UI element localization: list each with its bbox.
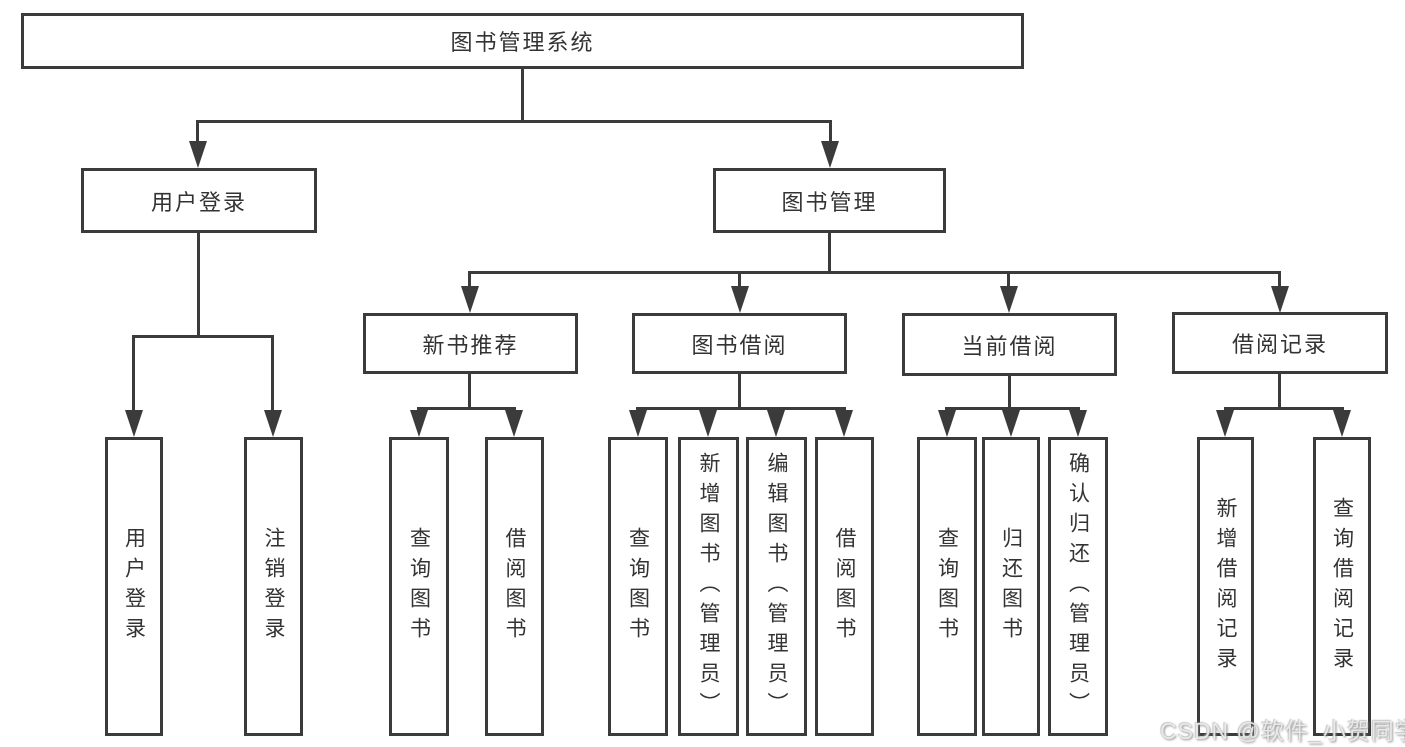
arrowhead — [699, 410, 717, 437]
arrowhead — [189, 141, 207, 168]
arrow-stem — [271, 335, 274, 413]
arrowhead — [125, 410, 143, 437]
v-line — [468, 372, 471, 410]
arrowhead — [410, 410, 428, 437]
v-line — [828, 230, 831, 274]
v-line — [1008, 374, 1011, 410]
leaf-query-books-borrow: 查询图书 — [608, 437, 668, 736]
node-user-login: 用户登录 — [81, 168, 317, 233]
arrowhead — [1216, 410, 1234, 437]
arrow-stem — [132, 335, 135, 413]
leaf-return-books: 归还图书 — [982, 437, 1040, 736]
arrow-stem — [738, 271, 741, 291]
h-line — [197, 120, 832, 123]
node-book-mgmt: 图书管理 — [713, 168, 946, 233]
node-new-books-label: 新书推荐 — [422, 332, 519, 358]
csdn-watermark: CSDN @软件_小贺同学 — [1160, 718, 1405, 744]
v-line — [197, 230, 200, 338]
leaf-query-books-newbooks-label: 查询图书 — [407, 526, 431, 647]
arrowhead — [1002, 410, 1020, 437]
leaf-query-borrow-record-label: 查询借阅记录 — [1330, 496, 1354, 677]
arrowhead — [461, 286, 479, 313]
arrowhead — [938, 410, 956, 437]
leaf-query-borrow-record: 查询借阅记录 — [1313, 437, 1371, 736]
arrowhead — [629, 410, 647, 437]
leaf-edit-book-admin-label: 编辑图书（管理员） — [765, 451, 788, 722]
node-book-borrow: 图书借阅 — [632, 313, 847, 374]
h-line — [945, 407, 1080, 410]
arrow-stem — [196, 120, 199, 148]
node-root-label: 图书管理系统 — [450, 30, 595, 55]
arrowhead — [264, 410, 282, 437]
arrow-stem — [1007, 271, 1010, 291]
leaf-query-books-newbooks: 查询图书 — [389, 437, 449, 736]
leaf-add-book-admin-label: 新增图书（管理员） — [697, 451, 720, 722]
leaf-add-borrow-record-label: 新增借阅记录 — [1214, 496, 1237, 677]
node-root: 图书管理系统 — [21, 13, 1024, 69]
arrowhead — [505, 410, 523, 437]
leaf-add-book-admin: 新增图书（管理员） — [678, 437, 739, 736]
leaf-user-login-label: 用户登录 — [122, 526, 146, 647]
node-user-login-label: 用户登录 — [150, 189, 247, 215]
node-new-books: 新书推荐 — [363, 313, 578, 374]
node-current-borrow-label: 当前借阅 — [961, 333, 1058, 359]
node-borrow-records: 借阅记录 — [1172, 312, 1388, 374]
v-line — [1278, 372, 1281, 410]
leaf-borrow-books-newbooks: 借阅图书 — [485, 437, 544, 736]
node-borrow-records-label: 借阅记录 — [1231, 332, 1328, 357]
v-line — [738, 372, 741, 410]
arrowhead — [1333, 410, 1351, 437]
leaf-query-books-current: 查询图书 — [917, 437, 977, 736]
leaf-confirm-return-admin-label: 确认归还（管理员） — [1066, 451, 1090, 722]
arrow-stem — [468, 271, 471, 291]
h-line — [636, 407, 846, 410]
h-line — [1224, 407, 1344, 410]
leaf-user-login: 用户登录 — [105, 437, 163, 736]
arrowhead — [731, 286, 749, 313]
node-book-mgmt-label: 图书管理 — [781, 189, 878, 215]
arrowhead — [1271, 286, 1289, 313]
leaf-borrow-books-newbooks-label: 借阅图书 — [503, 526, 526, 647]
leaf-query-books-borrow-label: 查询图书 — [626, 526, 650, 647]
arrow-stem — [1278, 271, 1281, 291]
leaf-add-borrow-record: 新增借阅记录 — [1197, 437, 1254, 736]
arrowhead — [1069, 410, 1087, 437]
leaf-borrow-books-borrow: 借阅图书 — [815, 437, 874, 736]
arrow-stem — [829, 120, 832, 148]
h-line — [132, 335, 274, 338]
leaf-edit-book-admin: 编辑图书（管理员） — [746, 437, 807, 736]
arrowhead — [1000, 286, 1018, 313]
leaf-logout: 注销登录 — [244, 437, 303, 736]
leaf-borrow-books-borrow-label: 借阅图书 — [833, 526, 856, 647]
node-current-borrow: 当前借阅 — [902, 313, 1117, 376]
leaf-return-books-label: 归还图书 — [999, 526, 1023, 647]
h-line — [468, 271, 1281, 274]
arrowhead — [835, 410, 853, 437]
leaf-confirm-return-admin: 确认归还（管理员） — [1048, 437, 1108, 736]
v-line — [521, 66, 524, 123]
h-line — [417, 407, 516, 410]
leaf-query-books-current-label: 查询图书 — [935, 526, 959, 647]
arrowhead — [767, 410, 785, 437]
node-book-borrow-label: 图书借阅 — [691, 332, 788, 358]
arrowhead — [821, 141, 839, 168]
leaf-logout-label: 注销登录 — [262, 526, 285, 647]
